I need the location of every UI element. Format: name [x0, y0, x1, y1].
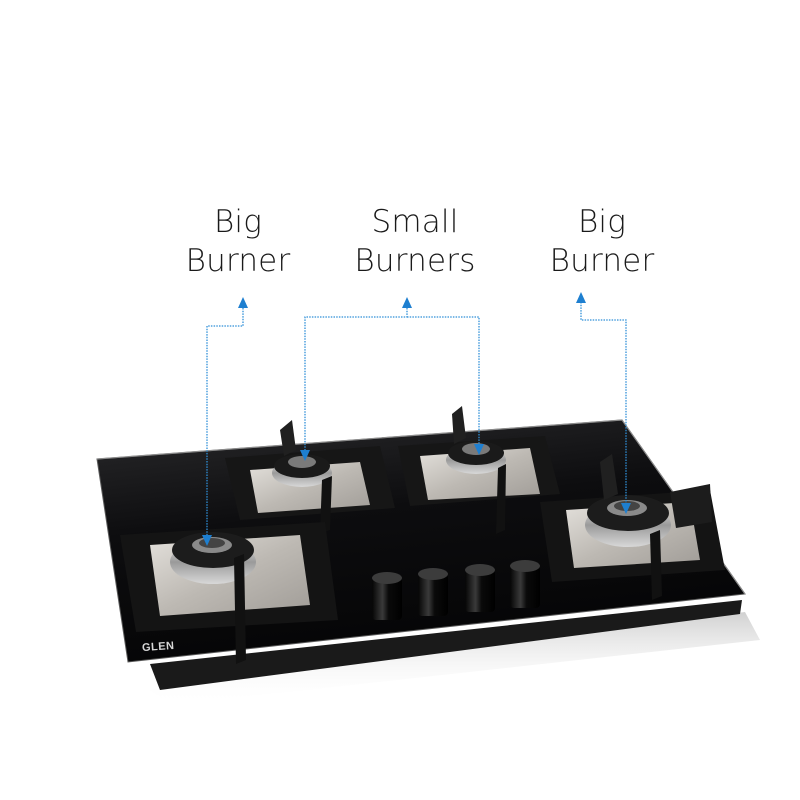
arrow-icons [202, 292, 631, 546]
annotation-big-burner-right: Big Burner [532, 203, 672, 281]
small-burner-back-right [398, 406, 560, 534]
arrow-up-icon [576, 292, 586, 303]
arrow-down-icon [300, 450, 310, 461]
annotation-line: Burner [549, 243, 655, 279]
hob-base [150, 600, 742, 690]
annotation-small-burners: Small Burners [335, 203, 495, 281]
annotation-line: Burners [354, 243, 476, 279]
knob-4[interactable] [510, 560, 540, 608]
arrow-up-icon [238, 297, 248, 308]
knob-2[interactable] [418, 568, 448, 616]
arrow-down-icon [621, 503, 631, 514]
annotation-line: Big [577, 204, 627, 240]
floor-shadow [150, 612, 760, 705]
control-knobs [372, 560, 540, 620]
annotation-big-burner-left: Big Burner [168, 203, 308, 281]
leader-lines [206, 302, 627, 538]
big-burner-left [120, 522, 338, 664]
annotation-line: Big [213, 204, 263, 240]
arrow-down-icon [202, 535, 212, 546]
annotation-line: Burner [185, 243, 291, 279]
knob-1[interactable] [372, 572, 402, 620]
small-burner-back-left [225, 420, 395, 534]
big-burner-right [540, 454, 725, 600]
arrow-down-icon [474, 444, 484, 455]
annotation-line: Small [371, 204, 459, 240]
arrow-up-icon [402, 297, 412, 308]
brand-logo: GLEN [141, 639, 175, 655]
knob-3[interactable] [465, 564, 495, 612]
